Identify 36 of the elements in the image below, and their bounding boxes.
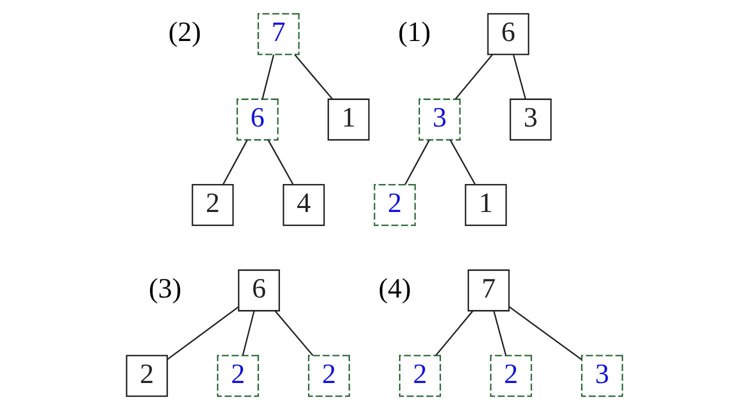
node-box: 1 (328, 98, 370, 141)
connector (509, 306, 582, 360)
connector (435, 310, 474, 356)
connector (222, 140, 248, 185)
connector (262, 54, 274, 100)
label: (1) (398, 17, 431, 48)
label: (3) (148, 273, 182, 304)
node-box: 6 (487, 13, 530, 56)
node-box: 2 (126, 354, 168, 397)
connector (493, 310, 507, 356)
connector (294, 54, 333, 100)
node-box: 2 (216, 354, 259, 397)
node-box: 2 (490, 354, 532, 397)
node-box: 6 (238, 269, 280, 312)
node-box: 6 (236, 98, 279, 141)
node-box: 3 (418, 98, 461, 141)
connector (512, 54, 526, 100)
node-box: 1 (464, 184, 507, 226)
connector (404, 140, 430, 185)
node-box: 3 (581, 354, 624, 397)
node-box: 2 (308, 354, 350, 397)
node-box: 2 (192, 184, 234, 226)
connector (242, 310, 255, 356)
node-box: 7 (468, 269, 510, 312)
node-box: 3 (510, 98, 552, 141)
connector (166, 306, 239, 360)
node-box: 7 (258, 13, 300, 56)
label: (4) (378, 273, 412, 304)
node-box: 2 (374, 184, 416, 226)
connector (274, 310, 314, 356)
node-box: 4 (282, 184, 325, 226)
connector (268, 140, 294, 185)
connector (454, 54, 493, 100)
connector (450, 140, 476, 185)
node-box: 2 (399, 354, 442, 397)
label: (2) (168, 17, 202, 48)
